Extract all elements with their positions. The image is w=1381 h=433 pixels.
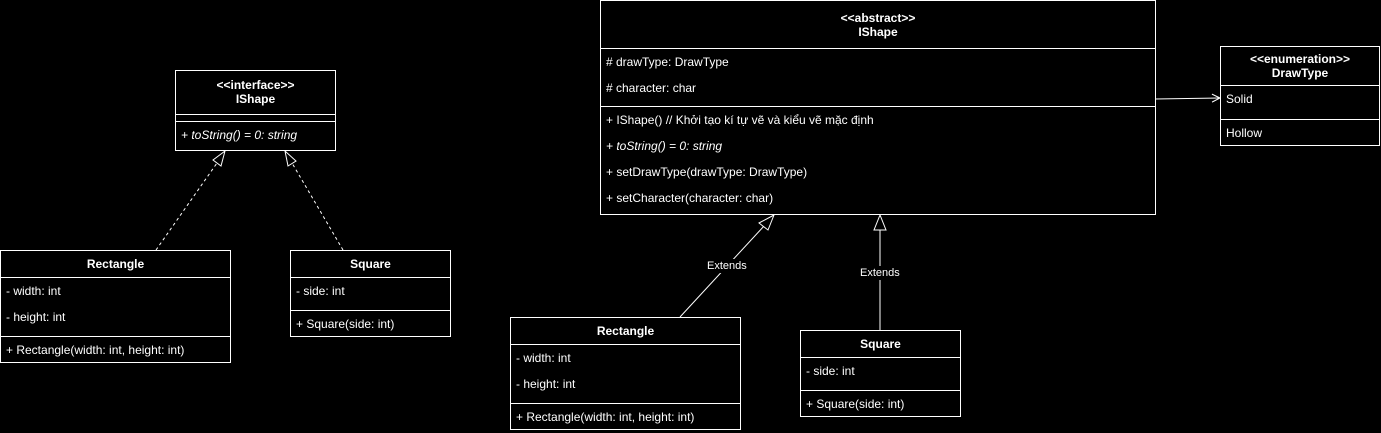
attribute-height: - height: int xyxy=(516,377,576,391)
enum-header: <<enumeration>> DrawType xyxy=(1221,47,1379,85)
divider xyxy=(601,48,1155,49)
divider xyxy=(1,336,230,337)
divider xyxy=(801,390,960,391)
method-constructor: + Square(side: int) xyxy=(806,397,905,411)
left-ishape-interface-box[interactable]: <<interface>> IShape + toString() = 0: s… xyxy=(175,70,336,151)
edge-label-square-extends: Extends xyxy=(859,266,901,280)
divider xyxy=(511,344,740,345)
method-tostring: + toString() = 0: string xyxy=(606,139,723,153)
attribute-side: - side: int xyxy=(806,364,855,378)
method-ishape-constructor: + IShape() // Khởi tạo kí tự vẽ và kiểu … xyxy=(606,113,874,127)
class-name: Rectangle xyxy=(86,257,145,271)
enum-value-hollow: Hollow xyxy=(1226,126,1263,140)
divider xyxy=(801,357,960,358)
attribute-side: - side: int xyxy=(296,284,345,298)
class-name: Square xyxy=(350,257,391,271)
method-constructor: + Rectangle(width: int, height: int) xyxy=(516,410,695,424)
class-name: Square xyxy=(860,337,901,351)
edge-label-rectangle-extends: Extends xyxy=(706,259,748,273)
divider xyxy=(291,277,450,278)
realization-rectangle-ishape xyxy=(155,149,226,251)
attribute-width: - width: int xyxy=(6,284,61,298)
method-constructor: + Rectangle(width: int, height: int) xyxy=(6,343,185,357)
method-tostring: + toString() = 0: string xyxy=(181,128,298,142)
stereotype: <<interface>> xyxy=(216,77,295,92)
divider xyxy=(291,310,450,311)
enum-value-solid: Solid xyxy=(1226,92,1253,106)
attribute-character: # character: char xyxy=(606,81,697,95)
method-setdrawtype: + setDrawType(drawType: DrawType) xyxy=(606,165,808,179)
stereotype: <<enumeration>> xyxy=(1249,52,1351,66)
attribute-height: - height: int xyxy=(6,310,66,324)
attribute-width: - width: int xyxy=(516,351,571,365)
divider xyxy=(601,106,1155,107)
divider xyxy=(511,403,740,404)
divider xyxy=(1,277,230,278)
class-name: IShape xyxy=(858,24,898,39)
class-header: <<interface>> IShape xyxy=(176,71,335,112)
class-name: IShape xyxy=(235,91,276,106)
left-rectangle-class-box[interactable]: Rectangle - width: int - height: int + R… xyxy=(0,250,231,363)
right-square-class-box[interactable]: Square - side: int + Square(side: int) xyxy=(800,330,961,417)
divider xyxy=(1221,85,1379,86)
class-header: <<abstract>> IShape xyxy=(601,1,1155,48)
right-drawtype-enum-box[interactable]: <<enumeration>> DrawType Solid Hollow xyxy=(1220,46,1380,146)
method-constructor: + Square(side: int) xyxy=(296,317,395,331)
association-ishape-drawtype xyxy=(1154,98,1220,99)
divider xyxy=(1221,119,1379,120)
realization-square-ishape xyxy=(284,149,344,251)
method-setcharacter: + setCharacter(character: char) xyxy=(606,191,774,205)
right-rectangle-class-box[interactable]: Rectangle - width: int - height: int + R… xyxy=(510,317,741,430)
enum-name: DrawType xyxy=(1271,66,1329,80)
stereotype: <<abstract>> xyxy=(840,10,916,25)
divider xyxy=(176,114,335,115)
attribute-drawtype: # drawType: DrawType xyxy=(606,55,729,69)
class-name: Rectangle xyxy=(596,324,655,338)
right-ishape-abstract-box[interactable]: <<abstract>> IShape # drawType: DrawType… xyxy=(600,0,1156,215)
divider xyxy=(176,121,335,122)
left-square-class-box[interactable]: Square - side: int + Square(side: int) xyxy=(290,250,451,337)
